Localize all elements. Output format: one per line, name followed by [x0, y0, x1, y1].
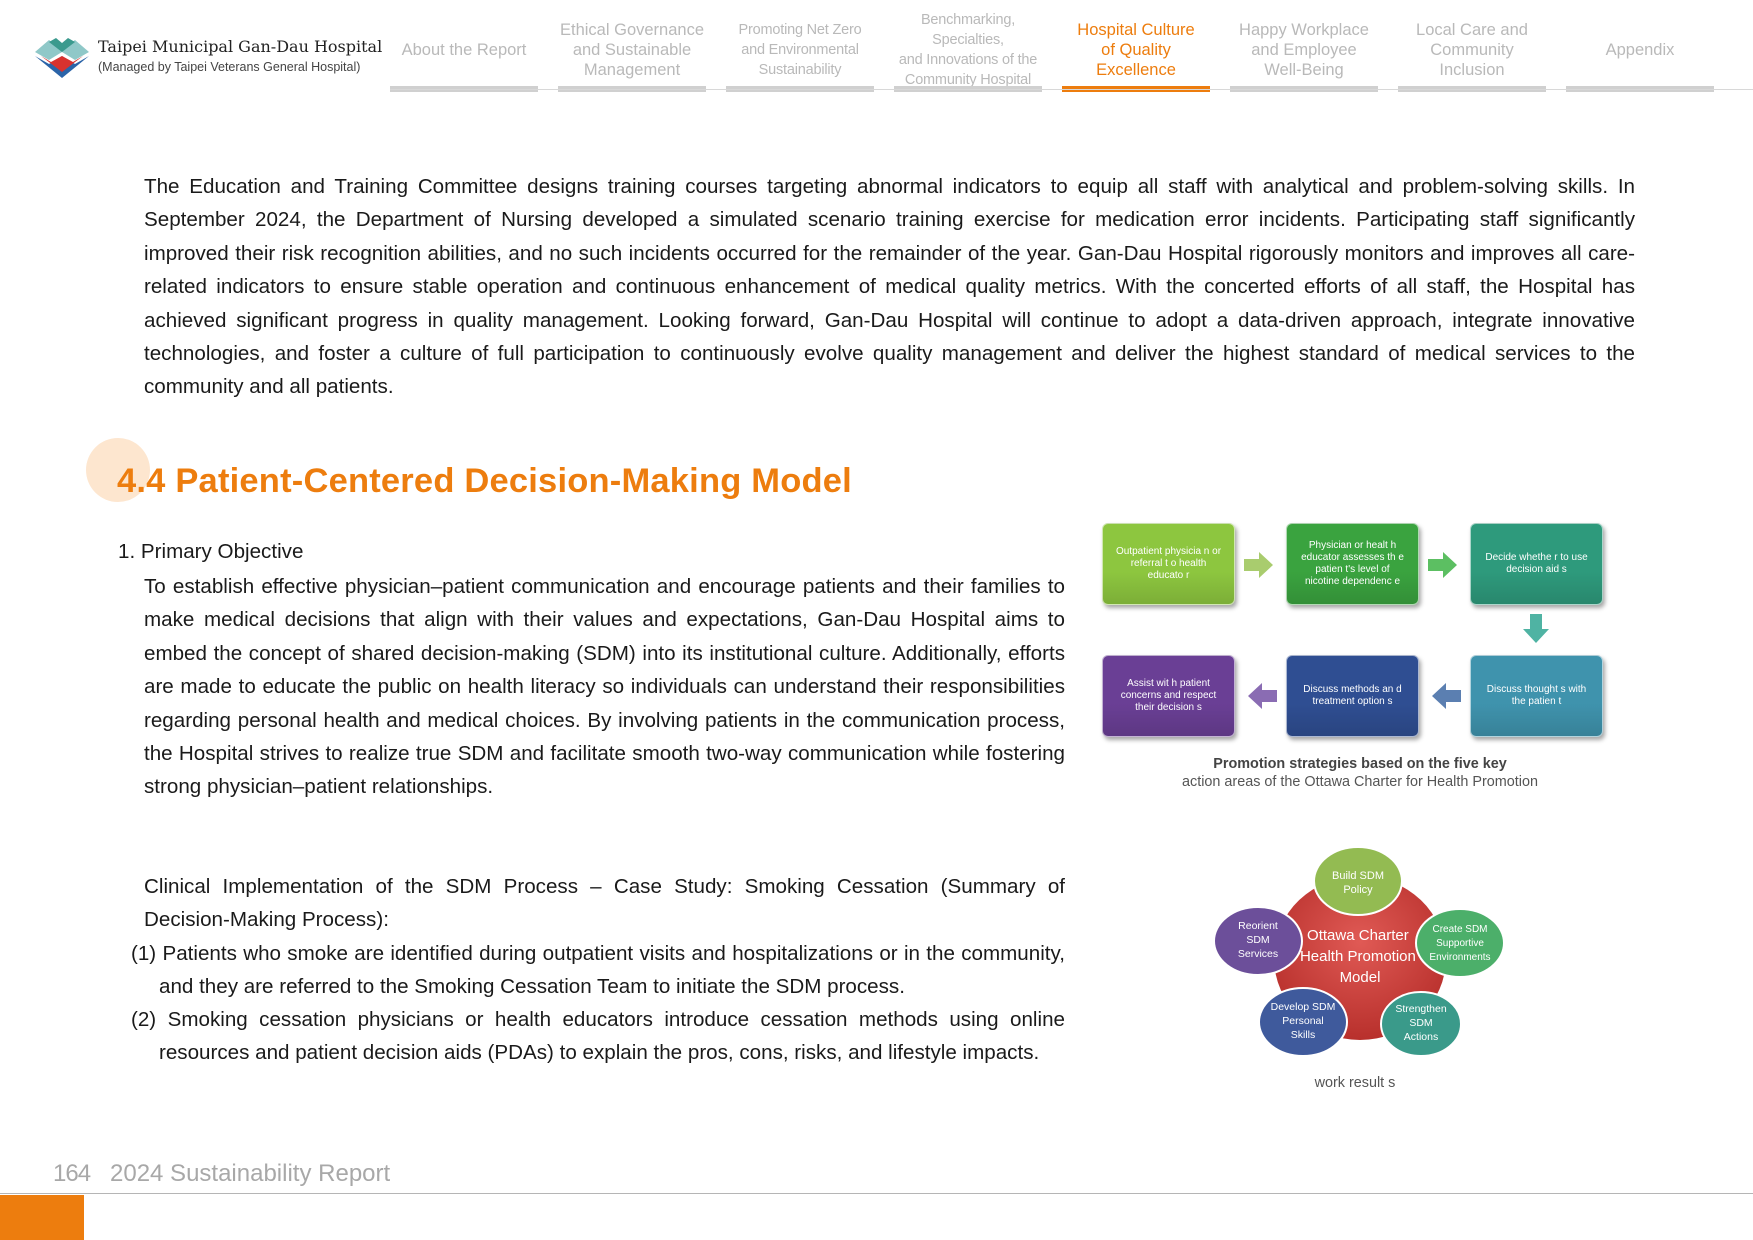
- nav-tab-label: About the Report: [401, 41, 527, 59]
- organization-subtitle: (Managed by Taipei Veterans General Hosp…: [98, 60, 361, 74]
- section-title: 4.4 Patient-Centered Decision-Making Mod…: [117, 462, 852, 500]
- footer-accent-block: [0, 1195, 84, 1240]
- nav-tab-net-zero[interactable]: Promoting Net Zero and Environmental Sus…: [726, 20, 874, 94]
- flowchart-caption-bold: Promotion strategies based on the five k…: [1213, 756, 1507, 772]
- flow-step-assess-dependence: Physician or healt h educator assesses t…: [1286, 523, 1419, 605]
- list-item: (1) Patients who smoke are identified du…: [131, 942, 1065, 999]
- arrow-right-icon: [1428, 552, 1457, 578]
- flow-step-decision-aids: Decide whethe r to use decision aid s: [1470, 523, 1603, 605]
- flow-step-referral: Outpatient physicia n or referral t o he…: [1102, 523, 1235, 605]
- page-number: 164: [53, 1160, 91, 1187]
- arrow-left-icon: [1432, 683, 1461, 709]
- flow-step-discuss-thoughts: Discuss thought s with the patien t: [1470, 655, 1603, 737]
- nav-tab-label: Appendix: [1605, 41, 1675, 59]
- hospital-logo-icon: [35, 38, 89, 78]
- organization-block: Taipei Municipal Gan-Dau Hospital (Manag…: [98, 37, 382, 74]
- nav-tab-about-report[interactable]: About the Report: [390, 20, 538, 94]
- nav-tab-benchmarking[interactable]: Benchmarking, Specialties, and Innovatio…: [894, 12, 1042, 94]
- nav-tab-quality-culture[interactable]: Hospital Culture of Quality Excellence: [1062, 20, 1210, 94]
- footer-divider: [0, 1193, 1753, 1194]
- intro-paragraph: The Education and Training Committee des…: [144, 175, 1635, 399]
- nav-tab-ethical-governance[interactable]: Ethical Governance and Sustainable Manag…: [558, 20, 706, 94]
- nav-tab-label: Ethical Governance and Sustainable Manag…: [560, 21, 704, 79]
- nav-divider: [390, 89, 1753, 90]
- flow-step-assist-patient: Assist wit h patient concerns and respec…: [1102, 655, 1235, 737]
- ottawa-charter-diagram: Ottawa Charter Health Promotion Model Bu…: [1213, 846, 1505, 1057]
- objective-heading: 1. Primary Objective: [118, 540, 304, 563]
- flowchart-caption: Promotion strategies based on the five k…: [1180, 755, 1540, 791]
- ottawa-center-label: Ottawa Charter Health Promotion Model: [1300, 927, 1420, 986]
- arrow-right-icon: [1244, 552, 1273, 578]
- nav-tab-label: Happy Workplace and Employee Well-Being: [1239, 21, 1369, 79]
- nav-tab-happy-workplace[interactable]: Happy Workplace and Employee Well-Being: [1230, 20, 1378, 94]
- sdm-flowchart: Outpatient physicia n or referral t o he…: [1100, 521, 1610, 737]
- organization-name: Taipei Municipal Gan-Dau Hospital: [98, 37, 383, 56]
- nav-tab-local-care[interactable]: Local Care and Community Inclusion: [1398, 20, 1546, 94]
- nav-tab-label: Promoting Net Zero and Environmental Sus…: [738, 22, 862, 78]
- page-header: Taipei Municipal Gan-Dau Hospital (Manag…: [0, 0, 1753, 95]
- objective-paragraph: To establish effective physician–patient…: [144, 575, 1065, 799]
- chapter-navigation: About the Report Ethical Governance and …: [390, 12, 1718, 94]
- flow-step-discuss-methods: Discuss methods an d treatment option s: [1286, 655, 1419, 737]
- ottawa-caption: work result s: [1314, 1075, 1396, 1091]
- list-item: (2) Smoking cessation physicians or heal…: [131, 1008, 1065, 1065]
- flowchart-caption-rest: action areas of the Ottawa Charter for H…: [1182, 774, 1538, 790]
- nav-tab-label: Benchmarking, Specialties, and Innovatio…: [898, 12, 1038, 88]
- arrow-down-icon: [1523, 614, 1549, 643]
- nav-tab-label: Local Care and Community Inclusion: [1416, 21, 1528, 79]
- arrow-left-icon: [1248, 683, 1277, 709]
- nav-tab-appendix[interactable]: Appendix: [1566, 20, 1714, 94]
- report-title: 2024 Sustainability Report: [110, 1160, 391, 1187]
- section-decoration-circle: [86, 438, 150, 502]
- case-study-intro: Clinical Implementation of the SDM Proce…: [144, 875, 1065, 932]
- nav-tab-label: Hospital Culture of Quality Excellence: [1077, 21, 1195, 79]
